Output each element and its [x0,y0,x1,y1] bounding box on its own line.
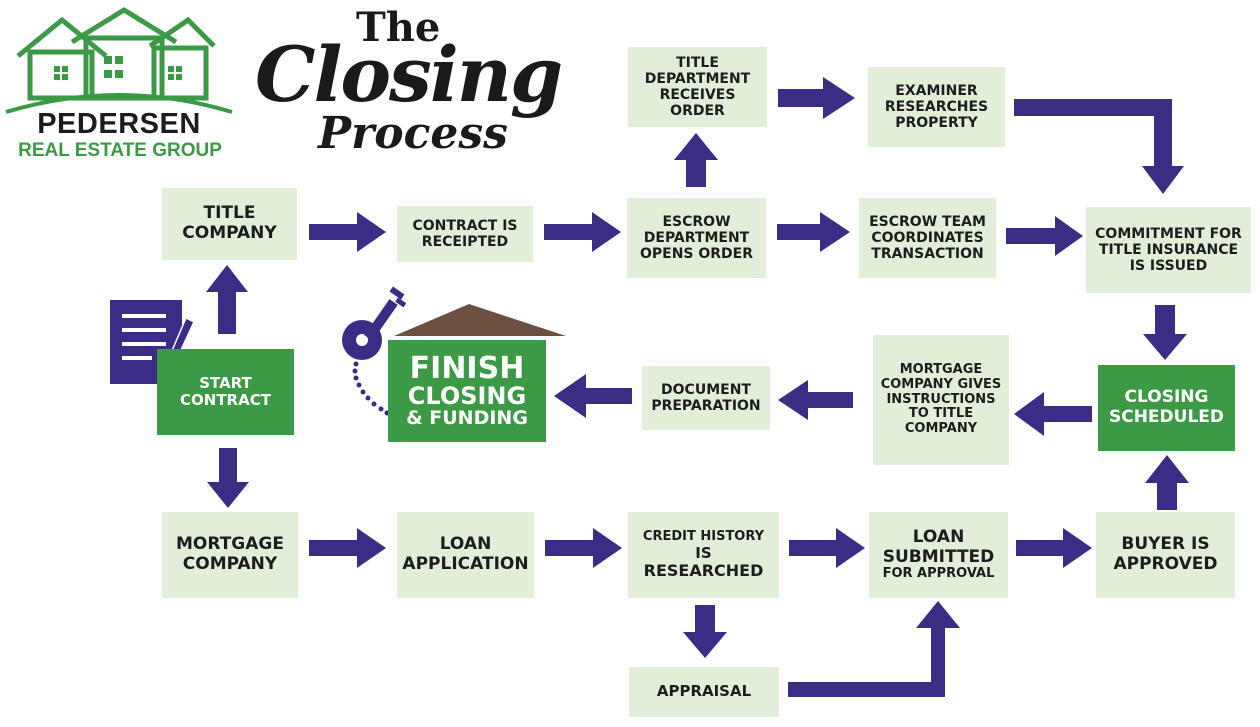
arrow-examiner-to-commitment [1014,99,1184,194]
arrow-start-to-mortgage [207,448,249,508]
arrow-mortgageinstr-to-docprep [778,380,853,420]
arrow-docprep-to-finish [554,374,632,418]
arrow-commitment-to-closing [1143,305,1187,360]
arrow-team-to-commitment [1006,216,1083,256]
title-process: Process [318,108,508,159]
roof-icon [394,304,566,336]
arrow-loanapp-to-credit [545,528,622,568]
arrow-credit-to-appraisal [683,605,727,658]
arrow-contract-to-escrow [544,212,621,252]
logo-subtitle: REAL ESTATE GROUP [18,140,222,161]
title-the: The [356,4,441,51]
title-closing: Closing [255,30,563,119]
arrow-appraisal-to-loansub [788,601,960,697]
arrow-credit-to-loansub [789,528,865,568]
arrow-loansub-to-buyer [1016,528,1092,568]
arrow-closing-to-mortgageinstr [1014,392,1092,436]
arrow-escrow-to-team [777,212,850,252]
arrow-escrow-to-titledept [674,133,718,187]
logo-name: PEDERSEN [37,108,201,140]
logo-windows-icon [54,56,182,80]
arrow-start-to-title [206,265,248,334]
arrow-title-to-contract [309,212,386,252]
arrow-buyer-to-closing [1145,455,1189,510]
keychain-icon [352,361,390,416]
arrow-titledept-to-examiner [778,77,855,119]
logo-houses-icon [5,7,233,114]
arrow-mortgage-to-loanapp [309,528,386,568]
node-appraisal: APPRAISAL [629,667,779,717]
key-icon [342,286,407,360]
